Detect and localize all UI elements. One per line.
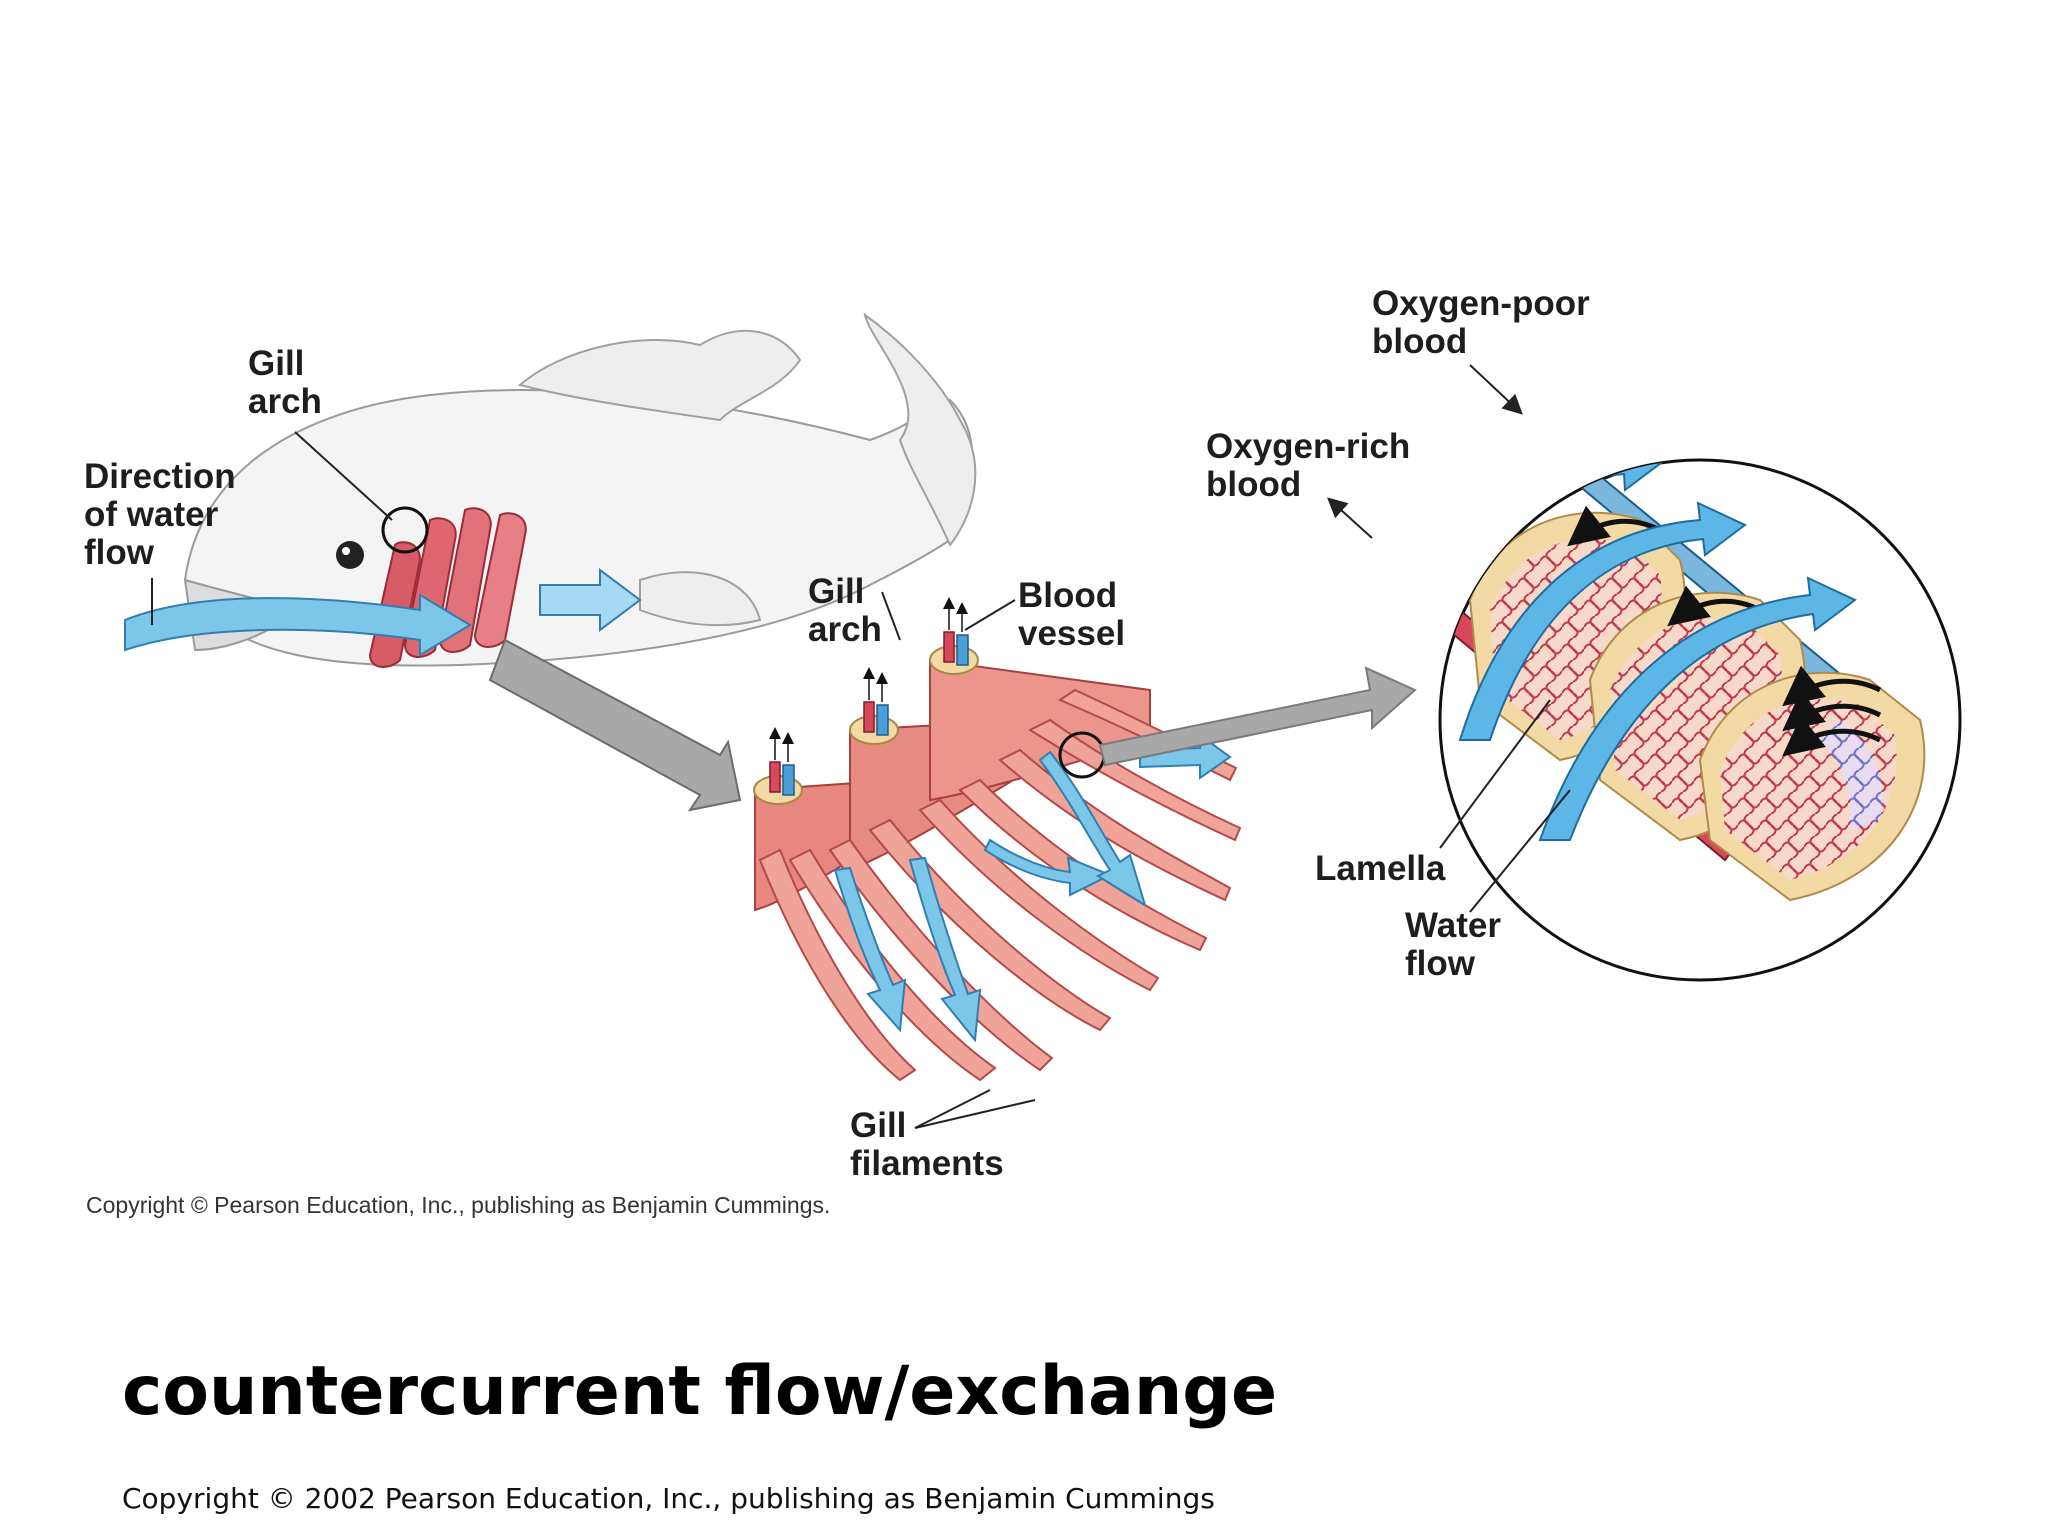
- label-oxygen-rich-blood: Oxygen-rich blood: [1206, 427, 1410, 504]
- blood-flow-arrows: [1567, 505, 1882, 757]
- svg-text:Oxygen-rich: Oxygen-rich: [1206, 427, 1410, 466]
- svg-text:Oxygen-poor: Oxygen-poor: [1372, 284, 1590, 323]
- pointer-arrow-to-magnified-view: [1098, 666, 1417, 767]
- svg-text:arch: arch: [808, 610, 882, 649]
- gill-arch-highlight-circle: [381, 506, 429, 554]
- svg-text:arch: arch: [248, 382, 322, 421]
- label-water-flow: Water flow: [1405, 906, 1501, 983]
- svg-text:Blood: Blood: [1018, 576, 1117, 615]
- svg-text:flow: flow: [84, 533, 155, 572]
- fish-eye: [336, 541, 364, 569]
- slide-title: countercurrent flow/exchange: [122, 1352, 1278, 1431]
- svg-text:Gill: Gill: [808, 572, 864, 611]
- water-flow-arrow-into-mouth: [124, 593, 472, 657]
- svg-text:flow: flow: [1405, 944, 1476, 983]
- label-oxygen-poor-blood: Oxygen-poor blood: [1372, 284, 1590, 361]
- water-flow-arrow-through-gills: [539, 568, 642, 632]
- svg-text:blood: blood: [1372, 322, 1467, 361]
- label-lamella: Lamella: [1315, 849, 1446, 888]
- label-blood-vessel: Blood vessel: [1018, 576, 1125, 653]
- svg-text:filaments: filaments: [850, 1144, 1004, 1183]
- leader-lines: [151, 364, 1571, 1129]
- svg-text:of water: of water: [84, 495, 219, 534]
- label-direction-of-water-flow: Direction of water flow: [84, 457, 236, 572]
- pointer-arrow-to-detail: [488, 638, 742, 812]
- fish-dorsal-fin: [517, 329, 802, 422]
- svg-text:Gill: Gill: [248, 344, 304, 383]
- svg-text:Water: Water: [1405, 906, 1501, 945]
- blood-vessel-pairs: [769, 597, 969, 796]
- gill-arch-detail: [488, 597, 1242, 1082]
- slide-copyright: Copyright © 2002 Pearson Education, Inc.…: [122, 1482, 1215, 1515]
- svg-text:vessel: vessel: [1018, 614, 1125, 653]
- svg-text:blood: blood: [1206, 465, 1301, 504]
- fish-tail-fin: [863, 312, 977, 547]
- svg-text:Gill: Gill: [850, 1106, 906, 1145]
- water-flow-arrows-detail: [833, 733, 1232, 1043]
- fish-pectoral-fin: [639, 571, 762, 627]
- lamella-plate: [1698, 671, 1926, 902]
- svg-text:Direction: Direction: [84, 457, 236, 496]
- label-gill-arch-fish: Gill arch: [248, 344, 322, 421]
- lamellae-magnified-view: [1438, 458, 1962, 982]
- label-gill-filaments: Gill filaments: [850, 1106, 1004, 1183]
- figure-credit: Copyright © Pearson Education, Inc., pub…: [86, 1192, 830, 1218]
- label-gill-arch-detail: Gill arch: [808, 572, 882, 649]
- fish-illustration: [124, 312, 977, 668]
